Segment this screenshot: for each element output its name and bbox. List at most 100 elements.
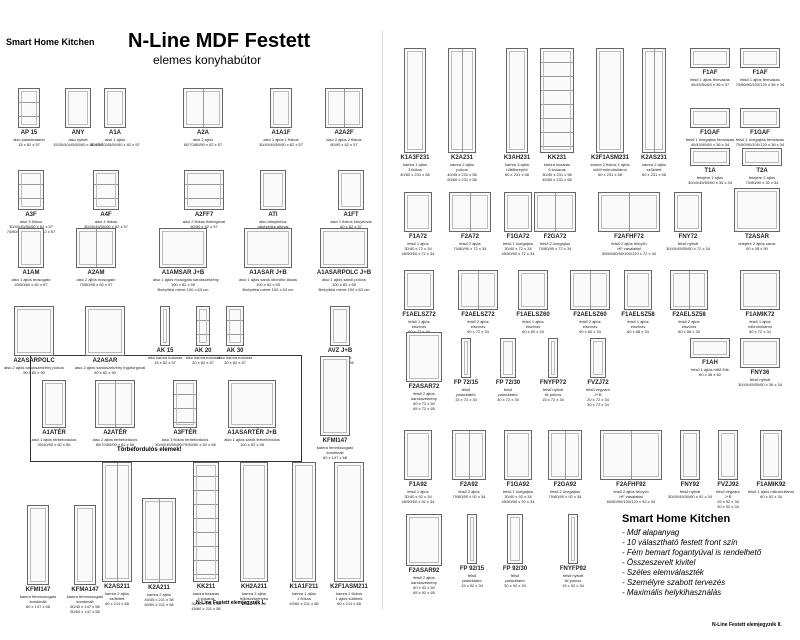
cabinet-drawing [449, 192, 491, 232]
cabinet-drawing [500, 338, 516, 378]
cabinet-code: T2ASAR [744, 234, 769, 240]
cabinet-code: F1AMIK92 [756, 482, 786, 488]
cabinet-desc: alsó 1 fiókos túlnyitóval 60 x 82 x 57 [330, 219, 372, 229]
cabinet-drawing [270, 88, 292, 128]
cabinet-drawing [690, 108, 730, 128]
cabinet-code: A2A [196, 130, 209, 136]
cabinet-desc: felső végzáró J+B 20 x 72 x 34 30 x 72 x… [586, 387, 610, 407]
cabinet-desc: alsó 2 fiókos fiókfogóval 60/90 x 82 x 5… [182, 219, 226, 229]
cabinet-code: K2F1ASM211 [330, 584, 368, 590]
cabinet-drawing [404, 192, 432, 232]
cabinet-drawing [690, 48, 730, 68]
feature-item: - Személyre szabott tervezés [622, 578, 726, 587]
cabinet-desc: kamra 1 ajtós 1 fiókos 40/60 x 211 x 58 [289, 591, 319, 606]
cabinet-code: AP 15 [20, 130, 38, 136]
page-subtitle: elemes konyhabútor [153, 53, 262, 67]
cabinet-desc: alsó 2 ajtós 60/70/80/90 x 82 x 57 [183, 137, 223, 147]
cabinet-drawing [320, 356, 350, 436]
cabinet-code: K1A3F231 [400, 155, 430, 161]
cabinet-code: F2AELSZ72 [461, 312, 495, 318]
cabinet-desc: felső palacktartó 15 x 72 x 34 [455, 387, 477, 402]
cabinet-drawing [760, 430, 782, 480]
cabinet-drawing [18, 170, 44, 210]
cabinet-drawing [240, 462, 268, 582]
cabinet-desc: alsó 2 ajtós mosogató 70/80/90 x 82 x 57 [76, 277, 116, 287]
cabinet-code: F1AELSZ58 [621, 312, 655, 318]
cabinet-desc: felső 2 ajtós 70/80/90 x 72 x 34 [453, 241, 487, 251]
cabinet-drawing [65, 88, 91, 128]
cabinet-code: A3FTÉR [173, 430, 197, 436]
cabinet-desc: alsó 1 ajtós sarok polcos 100 x 82 x 55 … [318, 277, 370, 292]
cabinet-desc: felső 1 ajtós elszívós 60 x 60 x 34 [522, 319, 544, 334]
cabinet-code: F2A72 [460, 234, 479, 240]
features-heading: Smart Home Kitchen [622, 513, 731, 525]
cabinet-desc: felső 2 ajtós elszívós 90 x 60 x 34 [579, 319, 601, 334]
cabinet-code: F1AELSZ72 [402, 312, 436, 318]
cabinet-code: KFMI147 [322, 438, 348, 444]
cabinet-drawing [173, 380, 197, 428]
feature-item: - Széles elemválaszték [622, 568, 704, 577]
cabinet-drawing [184, 170, 224, 210]
cabinet-drawing [507, 514, 523, 564]
cabinet-code: ANY [71, 130, 85, 136]
cabinet-desc: alsó 1 ajtós 1 fiókos 30/40/45/50/60 x 8… [258, 137, 304, 147]
cabinet-drawing [448, 48, 476, 153]
cabinet-drawing [159, 228, 207, 268]
cabinet-code: A1FT [343, 212, 359, 218]
cabinet-desc: felső 1 ajtós fémvázas 40/45/50/60 x 36 … [690, 77, 730, 87]
cabinet-code: KFMA147 [71, 587, 99, 593]
cabinet-desc: kamra kosaras 5 kosaras 30/40 x 231 x 58… [542, 162, 572, 182]
cabinet-code: F1A72 [408, 234, 427, 240]
cabinet-drawing [334, 462, 364, 582]
cabinet-desc: kamra 2 fiókos 1 ajtós sütőnek 60 x 211 … [335, 591, 363, 606]
cabinet-desc: alsó 1 ajtós 30/35/40/45/50/60 x 82 x 57 [90, 137, 140, 147]
cabinet-desc: tetejére 2 ajtós sarok 90 x 35 x 90 [738, 241, 776, 251]
cabinet-desc: alsó 2 ajtós térbefordulós 60/70/80/90 x… [92, 437, 138, 447]
cabinet-code: F1GA92 [506, 482, 530, 488]
cabinet-drawing [624, 270, 652, 310]
cabinet-code: K1A1F211 [289, 584, 319, 590]
cabinet-desc: alsó 1 ajtós mosogató sarokszekrény 100 … [153, 277, 219, 292]
cabinet-desc: felső nyitott 30/40/45/50/60 x 72 x 34 [665, 241, 711, 251]
cabinet-desc: felső nyitott fix polcos 15 x 72 x 34 [542, 387, 564, 402]
cabinet-code: F1AF [752, 70, 768, 76]
cabinet-desc: felső 2 ajtós 70/80/90 x 92 x 34 [452, 489, 486, 499]
cabinet-desc: felső 1 ajtós hűtő fölé 60 x 36 x 60 [691, 367, 729, 377]
cabinet-code: FNY72 [678, 234, 698, 240]
cabinet-drawing [325, 88, 363, 128]
cabinet-code: FNY36 [750, 370, 770, 376]
cabinet-desc: felső 1 ajtós 30/40 x 72 x 34 45/50/60 x… [401, 241, 435, 256]
cabinet-code: A1AMSAR J+B [161, 270, 205, 276]
cabinet-desc: kamra 3 ajtós hűtőbeépítő 60 x 231 x 58 [504, 162, 530, 177]
cabinet-code: FNYFP92 [559, 566, 587, 572]
cabinet-drawing [74, 505, 96, 585]
cabinet-drawing [600, 430, 662, 480]
cabinet-desc: felső 1 ajtós mikrohullámú 60 x 92 x 34 [747, 489, 795, 499]
cabinet-code: FVZJ72 [587, 380, 609, 386]
cabinet-drawing [534, 192, 576, 232]
cabinet-drawing [244, 228, 292, 268]
cabinet-desc: felső 2 ajtós elszívós 90 x 72 x 34 [467, 319, 489, 334]
cabinet-code: AK 30 [226, 348, 244, 354]
cabinet-drawing [548, 430, 582, 480]
